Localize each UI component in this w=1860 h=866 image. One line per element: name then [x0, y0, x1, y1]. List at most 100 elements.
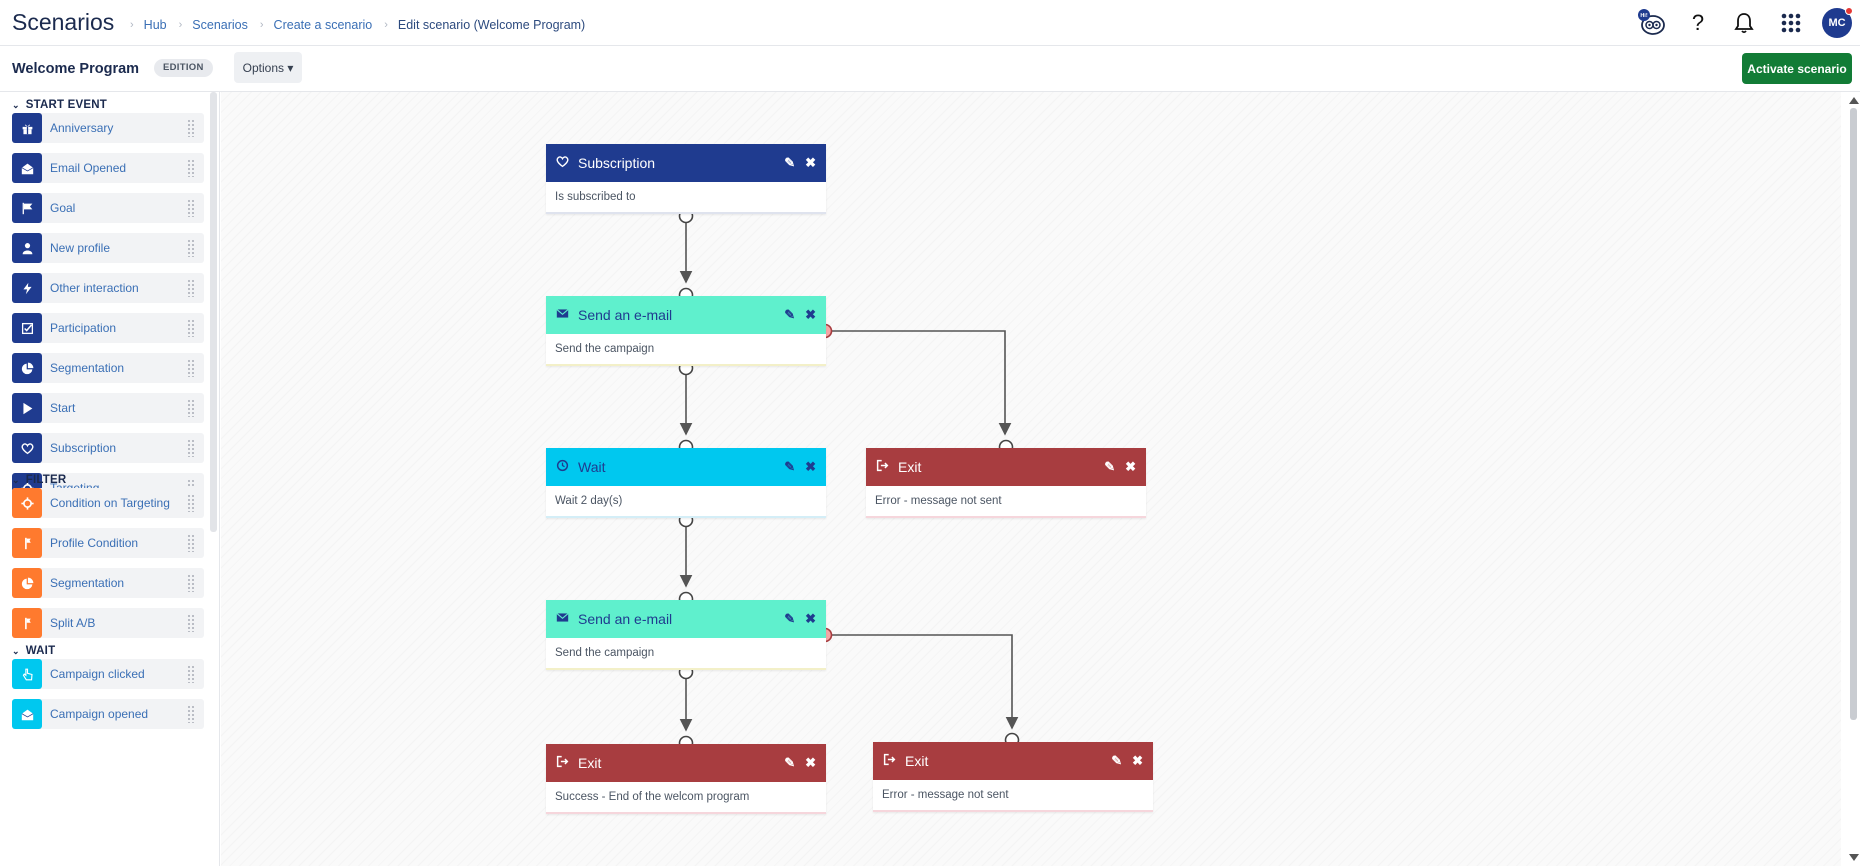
sidebar-item-label: Segmentation: [50, 576, 125, 590]
sidebar-item-profile-condition[interactable]: Profile Condition: [12, 528, 204, 558]
drag-handle-icon[interactable]: [187, 319, 195, 337]
edit-pencil-icon[interactable]: ✎: [784, 611, 796, 626]
delete-x-icon[interactable]: ✖: [805, 459, 816, 474]
edit-pencil-icon[interactable]: ✎: [784, 155, 796, 170]
node-exit[interactable]: Exit✎✖Success - End of the welcom progra…: [546, 744, 826, 814]
node-exit[interactable]: Exit✎✖Error - message not sent: [873, 742, 1153, 812]
sidebar-item-participation[interactable]: Participation: [12, 313, 204, 343]
section-title: START EVENT: [25, 99, 107, 111]
node-header[interactable]: Wait✎✖: [546, 448, 826, 486]
node-header[interactable]: Exit ✎ ✖: [873, 742, 1153, 780]
envelope-icon: [554, 307, 570, 323]
clock-icon: [554, 459, 570, 475]
delete-x-icon[interactable]: ✖: [1132, 753, 1143, 768]
avatar: MC: [1822, 7, 1853, 38]
breadcrumb-separator-icon: ›: [384, 19, 388, 31]
sidebar-scrollbar[interactable]: [210, 92, 217, 532]
section-header-start-event[interactable]: ⌄ START EVENT: [12, 99, 107, 111]
breadcrumb-scenarios[interactable]: Scenarios: [192, 18, 248, 32]
delete-x-icon[interactable]: ✖: [1125, 459, 1136, 474]
drag-handle-icon[interactable]: [187, 574, 195, 592]
drag-handle-icon[interactable]: [187, 705, 195, 723]
node-header[interactable]: Exit ✎ ✖: [546, 744, 826, 782]
sidebar-item-start[interactable]: Start: [12, 393, 204, 423]
breadcrumb-hub[interactable]: Hub: [143, 18, 167, 32]
sidebar-item-new-profile[interactable]: New profile: [12, 233, 204, 263]
edit-pencil-icon[interactable]: ✎: [784, 307, 796, 322]
node-title: Exit: [578, 755, 602, 771]
sidebar-item-segmentation[interactable]: Segmentation: [12, 353, 204, 383]
breadcrumb-current: Edit scenario (Welcome Program): [397, 18, 586, 32]
breadcrumb-separator-icon: ›: [130, 19, 134, 31]
chevron-down-icon: ⌄: [12, 645, 20, 656]
apps-grid-icon[interactable]: [1776, 8, 1806, 38]
drag-handle-icon[interactable]: [187, 199, 195, 217]
scroll-up-icon[interactable]: [1849, 97, 1859, 104]
sidebar-item-condition-on-targeting[interactable]: Condition on Targeting: [12, 488, 204, 518]
delete-x-icon[interactable]: ✖: [805, 307, 816, 322]
drag-handle-icon[interactable]: [187, 239, 195, 257]
drag-handle-icon[interactable]: [187, 159, 195, 177]
node-exit[interactable]: Exit✎✖Error - message not sent: [866, 448, 1146, 518]
drag-handle-icon[interactable]: [187, 534, 195, 552]
sidebar-item-email-opened[interactable]: Email Opened: [12, 153, 204, 183]
node-title: Exit: [905, 753, 929, 769]
drag-handle-icon[interactable]: [187, 665, 195, 683]
node-description: Is subscribed to: [546, 182, 826, 214]
node-title: Subscription: [578, 155, 656, 171]
breadcrumb-create-scenario[interactable]: Create a scenario: [273, 18, 373, 32]
drag-handle-icon[interactable]: [187, 399, 195, 417]
drag-handle-icon[interactable]: [187, 494, 195, 512]
sidebar-item-segmentation[interactable]: Segmentation: [12, 568, 204, 598]
options-dropdown-button[interactable]: Options ▾: [234, 52, 302, 83]
activate-scenario-button[interactable]: Activate scenario: [1742, 53, 1852, 84]
node-subscription[interactable]: Subscription ✎ ✖ Is subscribed to: [546, 144, 826, 214]
sidebar-item-label: Subscription: [50, 441, 117, 455]
canvas-scrollbar[interactable]: [1847, 92, 1860, 866]
edit-pencil-icon[interactable]: ✎: [784, 755, 796, 770]
heart-icon: [554, 155, 570, 171]
node-title: Exit: [898, 459, 922, 475]
drag-handle-icon[interactable]: [187, 439, 195, 457]
drag-handle-icon[interactable]: [187, 119, 195, 137]
sidebar-item-campaign-clicked[interactable]: Campaign clicked: [12, 659, 204, 689]
delete-x-icon[interactable]: ✖: [805, 611, 816, 626]
delete-x-icon[interactable]: ✖: [805, 155, 816, 170]
node-header[interactable]: Send an e-mail✎✖: [546, 296, 826, 334]
envelope-open-icon: [12, 153, 42, 183]
sidebar-item-campaign-opened[interactable]: Campaign opened: [12, 699, 204, 729]
node-send-an-e-mail[interactable]: Send an e-mail✎✖Send the campaign: [546, 600, 826, 670]
user-avatar-button[interactable]: MC: [1822, 7, 1853, 38]
drag-handle-icon[interactable]: [187, 279, 195, 297]
heart-icon: [12, 433, 42, 463]
sidebar-item-anniversary[interactable]: Anniversary: [12, 113, 204, 143]
section-header-wait[interactable]: ⌄WAIT: [12, 645, 55, 657]
chevron-down-icon: ⌄: [12, 99, 20, 110]
breadcrumb: › Hub › Scenarios › Create a scenario › …: [118, 18, 585, 32]
section-header-filter[interactable]: ⌄FILTER: [12, 474, 66, 486]
sidebar-item-label: Campaign clicked: [50, 667, 145, 681]
sidebar-item-other-interaction[interactable]: Other interaction: [12, 273, 204, 303]
drag-handle-icon[interactable]: [187, 359, 195, 377]
edit-pencil-icon[interactable]: ✎: [784, 459, 796, 474]
drag-handle-icon[interactable]: [187, 614, 195, 632]
owl-assistant-icon[interactable]: Hi!: [1636, 8, 1666, 38]
node-header[interactable]: Exit ✎ ✖: [866, 448, 1146, 486]
scroll-down-icon[interactable]: [1849, 854, 1859, 861]
sidebar-item-split-a-b[interactable]: Split A/B: [12, 608, 204, 638]
node-wait[interactable]: Wait✎✖Wait 2 day(s): [546, 448, 826, 518]
sidebar-item-subscription[interactable]: Subscription: [12, 433, 204, 463]
edit-pencil-icon[interactable]: ✎: [1104, 459, 1116, 474]
sidebar-item-goal[interactable]: Goal: [12, 193, 204, 223]
node-send-an-e-mail[interactable]: Send an e-mail✎✖Send the campaign: [546, 296, 826, 366]
edit-pencil-icon[interactable]: ✎: [1111, 753, 1123, 768]
node-header[interactable]: Subscription ✎ ✖: [546, 144, 826, 182]
scroll-thumb[interactable]: [1850, 108, 1857, 720]
scenario-name: Welcome Program: [12, 61, 140, 77]
node-header[interactable]: Send an e-mail✎✖: [546, 600, 826, 638]
help-icon[interactable]: ?: [1691, 10, 1705, 35]
delete-x-icon[interactable]: ✖: [805, 755, 816, 770]
bell-icon[interactable]: [1729, 8, 1759, 38]
owl-badge-text: Hi!: [1640, 13, 1648, 19]
